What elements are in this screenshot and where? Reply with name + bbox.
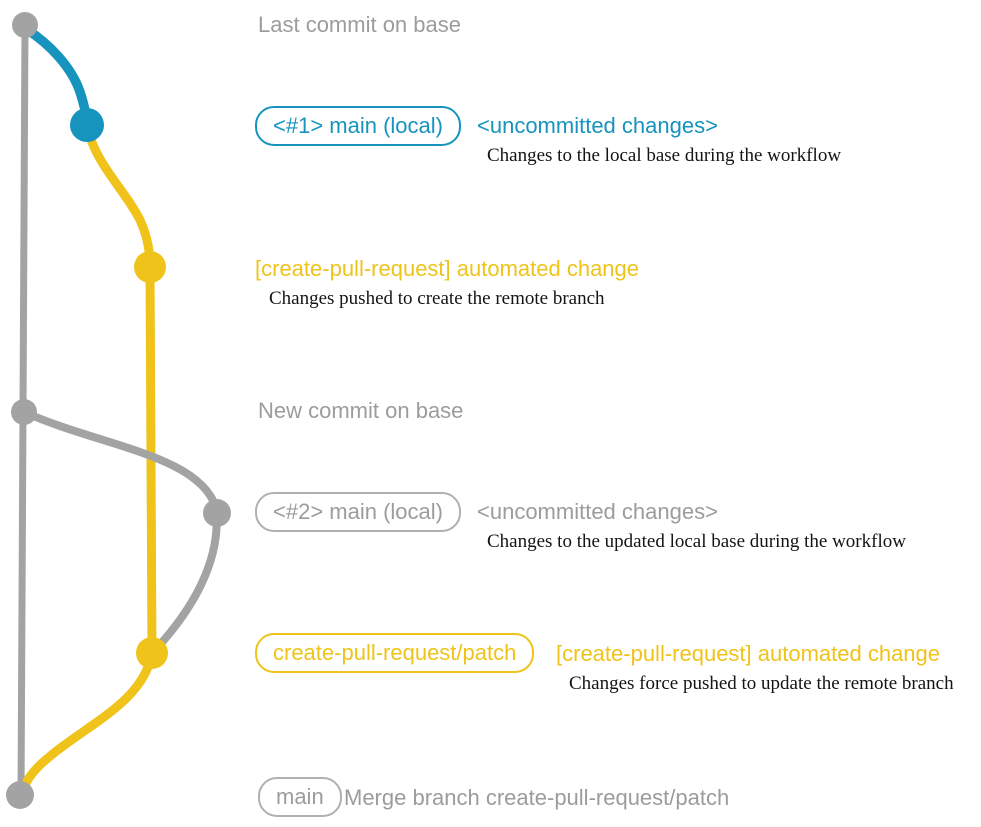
commit-dot-patch-1 xyxy=(134,251,166,283)
commit-dot-new-base xyxy=(11,399,37,425)
commit2-description: Changes pushed to create the remote bran… xyxy=(269,288,605,309)
rebase-curve xyxy=(20,408,221,653)
commit3-description: Changes to the updated local base during… xyxy=(487,531,906,552)
local-main-curve xyxy=(21,24,92,128)
commit-dot-patch-2 xyxy=(136,637,168,669)
branch-tag-main: main xyxy=(258,777,342,817)
commit-dot-merge xyxy=(6,781,34,809)
branch-tag-patch: create-pull-request/patch xyxy=(255,633,535,673)
commit4-title: [create-pull-request] automated change xyxy=(556,641,941,666)
branch-tag-main-local-2: <#2> main (local) xyxy=(255,492,461,532)
commit1-description: Changes to the local base during the wor… xyxy=(487,145,842,166)
last-commit-label: Last commit on base xyxy=(258,12,461,37)
commit3-title: <uncommitted changes> xyxy=(477,499,718,524)
merge-commit-label: Merge branch create-pull-request/patch xyxy=(344,785,730,810)
branch-off-curve xyxy=(83,123,155,271)
branch-tag-main-local-1: <#1> main (local) xyxy=(255,106,461,146)
commit-dot-local-main-2 xyxy=(203,499,231,527)
new-commit-label: New commit on base xyxy=(258,398,464,423)
commit1-title: <uncommitted changes> xyxy=(477,113,718,138)
commit2-title: [create-pull-request] automated change xyxy=(255,256,640,281)
commit-dot-last-base xyxy=(12,12,38,38)
commit-dot-local-main-1 xyxy=(70,108,104,142)
commit4-description: Changes force pushed to update the remot… xyxy=(569,673,954,694)
merge-curve xyxy=(17,648,157,798)
